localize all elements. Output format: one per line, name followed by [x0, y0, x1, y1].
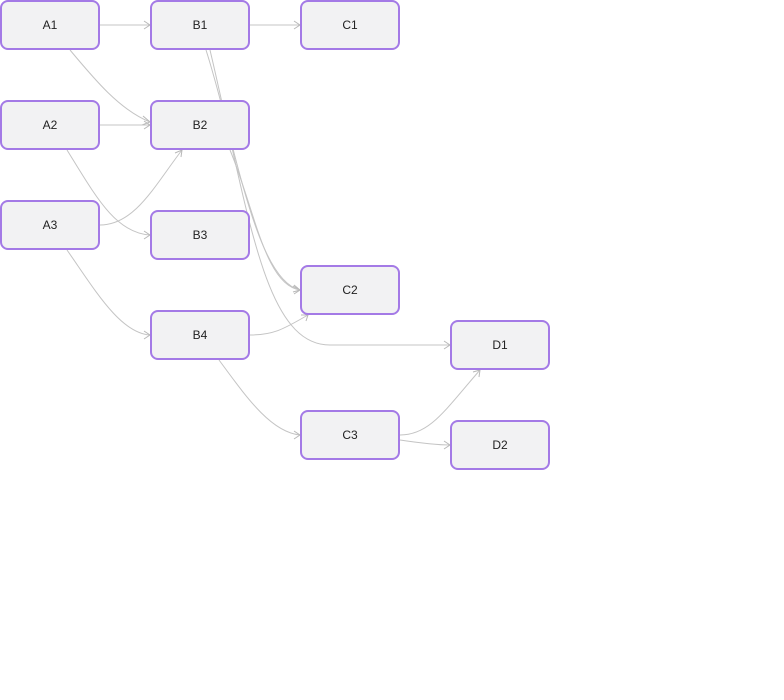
edge-a3-b4: [66, 249, 151, 336]
edge-b2-c2: [229, 149, 301, 291]
node-label: A1: [42, 18, 58, 32]
edge-c3-d1: [399, 369, 481, 436]
node-label: D2: [492, 438, 508, 452]
node-label: D1: [492, 338, 508, 352]
node-d1[interactable]: D1: [450, 320, 550, 370]
node-a1[interactable]: A1: [0, 0, 100, 50]
node-a3[interactable]: A3: [0, 200, 100, 250]
node-b4[interactable]: B4: [150, 310, 250, 360]
node-label: C2: [342, 283, 358, 297]
edge-a3-b2-arrowhead: [174, 149, 183, 158]
node-label: B2: [192, 118, 208, 132]
edge-a1-b2: [69, 49, 151, 123]
edge-a3-b2: [99, 149, 183, 226]
edge-a2-b3: [66, 149, 151, 236]
edge-b4-c2: [249, 314, 309, 336]
node-c3[interactable]: C3: [300, 410, 400, 460]
node-label: B4: [192, 328, 208, 342]
node-label: A2: [42, 118, 58, 132]
node-label: A3: [42, 218, 58, 232]
node-c1[interactable]: C1: [300, 0, 400, 50]
node-label: C3: [342, 428, 358, 442]
edge-b1-c2: [205, 49, 301, 291]
node-label: B1: [192, 18, 208, 32]
edge-c3-d1-arrowhead: [472, 369, 481, 378]
node-b1[interactable]: B1: [150, 0, 250, 50]
edge-b4-c2-arrowhead: [301, 314, 309, 322]
node-label: C1: [342, 18, 358, 32]
node-d2[interactable]: D2: [450, 420, 550, 470]
node-b3[interactable]: B3: [150, 210, 250, 260]
node-c2[interactable]: C2: [300, 265, 400, 315]
node-b2[interactable]: B2: [150, 100, 250, 150]
node-a2[interactable]: A2: [0, 100, 100, 150]
node-label: B3: [192, 228, 208, 242]
edge-c3-d2: [399, 439, 451, 446]
edge-b4-c3: [218, 359, 301, 436]
